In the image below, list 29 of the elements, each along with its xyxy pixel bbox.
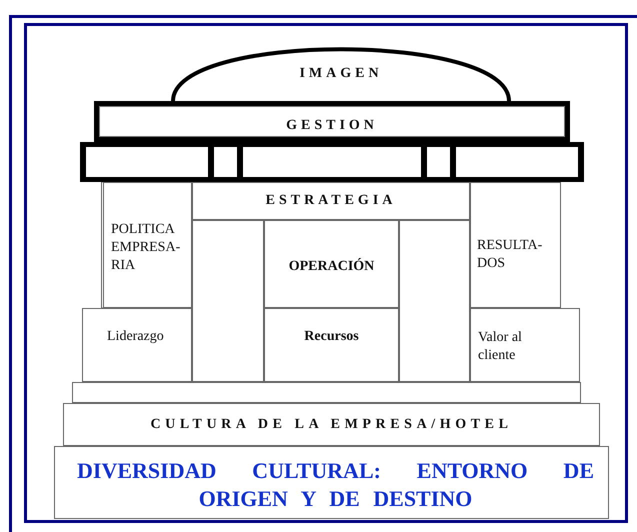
building-block: [192, 182, 470, 220]
roof-beam: [94, 101, 570, 142]
label-text: IMAGEN: [298, 66, 384, 82]
label-text: POLITICA EMPRESA-RIA: [111, 221, 182, 275]
frieze-panel: [241, 145, 423, 179]
frieze-panel: [454, 145, 580, 179]
building-block: [54, 446, 609, 519]
label-text: GESTION: [285, 118, 379, 134]
building-block: [63, 403, 600, 446]
frieze-panel: [212, 145, 239, 179]
label-text: Recursos: [303, 329, 360, 345]
label-text: RESULTA-DOS: [477, 237, 544, 273]
building-block: [470, 182, 561, 308]
label-text: Valor al cliente: [478, 329, 523, 365]
building-block: [264, 220, 399, 308]
label-text: CULTURA DE LA EMPRESA/HOTEL: [149, 417, 514, 433]
building-block: [470, 308, 580, 382]
building-block: [399, 220, 470, 382]
label-text: OPERACIÓN: [288, 259, 376, 275]
building-block: [192, 220, 264, 382]
building-block: [72, 382, 581, 403]
label-text: DIVERSIDAD CULTURAL: ENTORNO DE ORIGEN Y DE DESTINO: [77, 457, 594, 513]
building-block: [101, 182, 192, 308]
label-text: ESTRATEGIA: [264, 193, 398, 209]
building-block: [82, 308, 192, 382]
frieze-panel: [84, 145, 210, 179]
label-text: Liderazgo: [107, 329, 165, 345]
frieze-panel: [425, 145, 452, 179]
building-block: [264, 308, 399, 382]
